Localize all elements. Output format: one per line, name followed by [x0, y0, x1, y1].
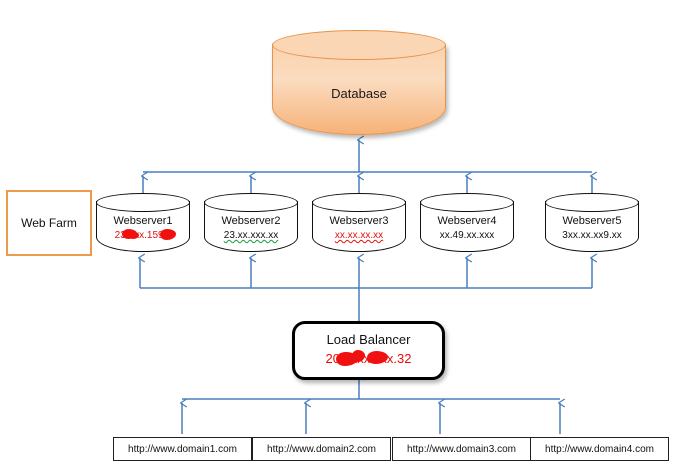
load-balancer-node[interactable]: Load Balancer 208.xxx.xxx.32 — [292, 321, 445, 380]
webserver-ip: 23.1xx.159.x — [114, 230, 172, 241]
webserver-node-5[interactable]: Webserver5 3xx.xx.xx9.xx — [545, 193, 639, 253]
webserver-cylinder-top — [312, 193, 406, 212]
webserver-node-4[interactable]: Webserver4 xx.49.xx.xxx — [420, 193, 514, 253]
webserver-name: Webserver2 — [221, 215, 281, 227]
webserver-name: Webserver3 — [329, 215, 389, 227]
webserver-node-2[interactable]: Webserver2 23.xx.xxx.xx — [204, 193, 298, 253]
load-balancer-ip: 208.xxx.xxx.32 — [325, 351, 412, 366]
web-farm-legend-box: Web Farm — [6, 190, 92, 256]
domain-box-3[interactable]: http://www.domain3.com — [392, 437, 531, 461]
webserver-name: Webserver5 — [562, 215, 622, 227]
web-farm-label: Web Farm — [21, 216, 77, 230]
load-balancer-title: Load Balancer — [326, 332, 411, 347]
database-cylinder-body — [272, 44, 446, 135]
webserver-node-3[interactable]: Webserver3 xx.xx.xx.xx — [312, 193, 406, 253]
webserver-cylinder-top — [204, 193, 298, 212]
webserver-node-1[interactable]: Webserver1 23.1xx.159.x — [96, 193, 190, 253]
webserver-cylinder-top — [545, 193, 639, 212]
domain-url: http://www.domain3.com — [407, 443, 516, 455]
domain-box-2[interactable]: http://www.domain2.com — [252, 437, 391, 461]
webserver-name: Webserver1 — [113, 215, 173, 227]
webserver-ip: xx.49.xx.xxx — [439, 230, 495, 241]
database-node[interactable]: Database — [272, 30, 446, 135]
webserver-ip: 23.xx.xxx.xx — [223, 230, 279, 241]
webserver-name: Webserver4 — [437, 215, 497, 227]
database-cylinder-top — [272, 30, 446, 60]
domain-url: http://www.domain4.com — [545, 443, 654, 455]
database-label: Database — [331, 86, 387, 101]
webserver-ip: xx.xx.xx.xx — [334, 230, 384, 241]
domain-box-1[interactable]: http://www.domain1.com — [113, 437, 252, 461]
webserver-ip: 3xx.xx.xx9.xx — [562, 230, 622, 241]
domain-url: http://www.domain2.com — [267, 443, 376, 455]
domain-url: http://www.domain1.com — [128, 443, 237, 455]
webserver-cylinder-top — [420, 193, 514, 212]
webserver-cylinder-top — [96, 193, 190, 212]
domain-box-4[interactable]: http://www.domain4.com — [530, 437, 669, 461]
